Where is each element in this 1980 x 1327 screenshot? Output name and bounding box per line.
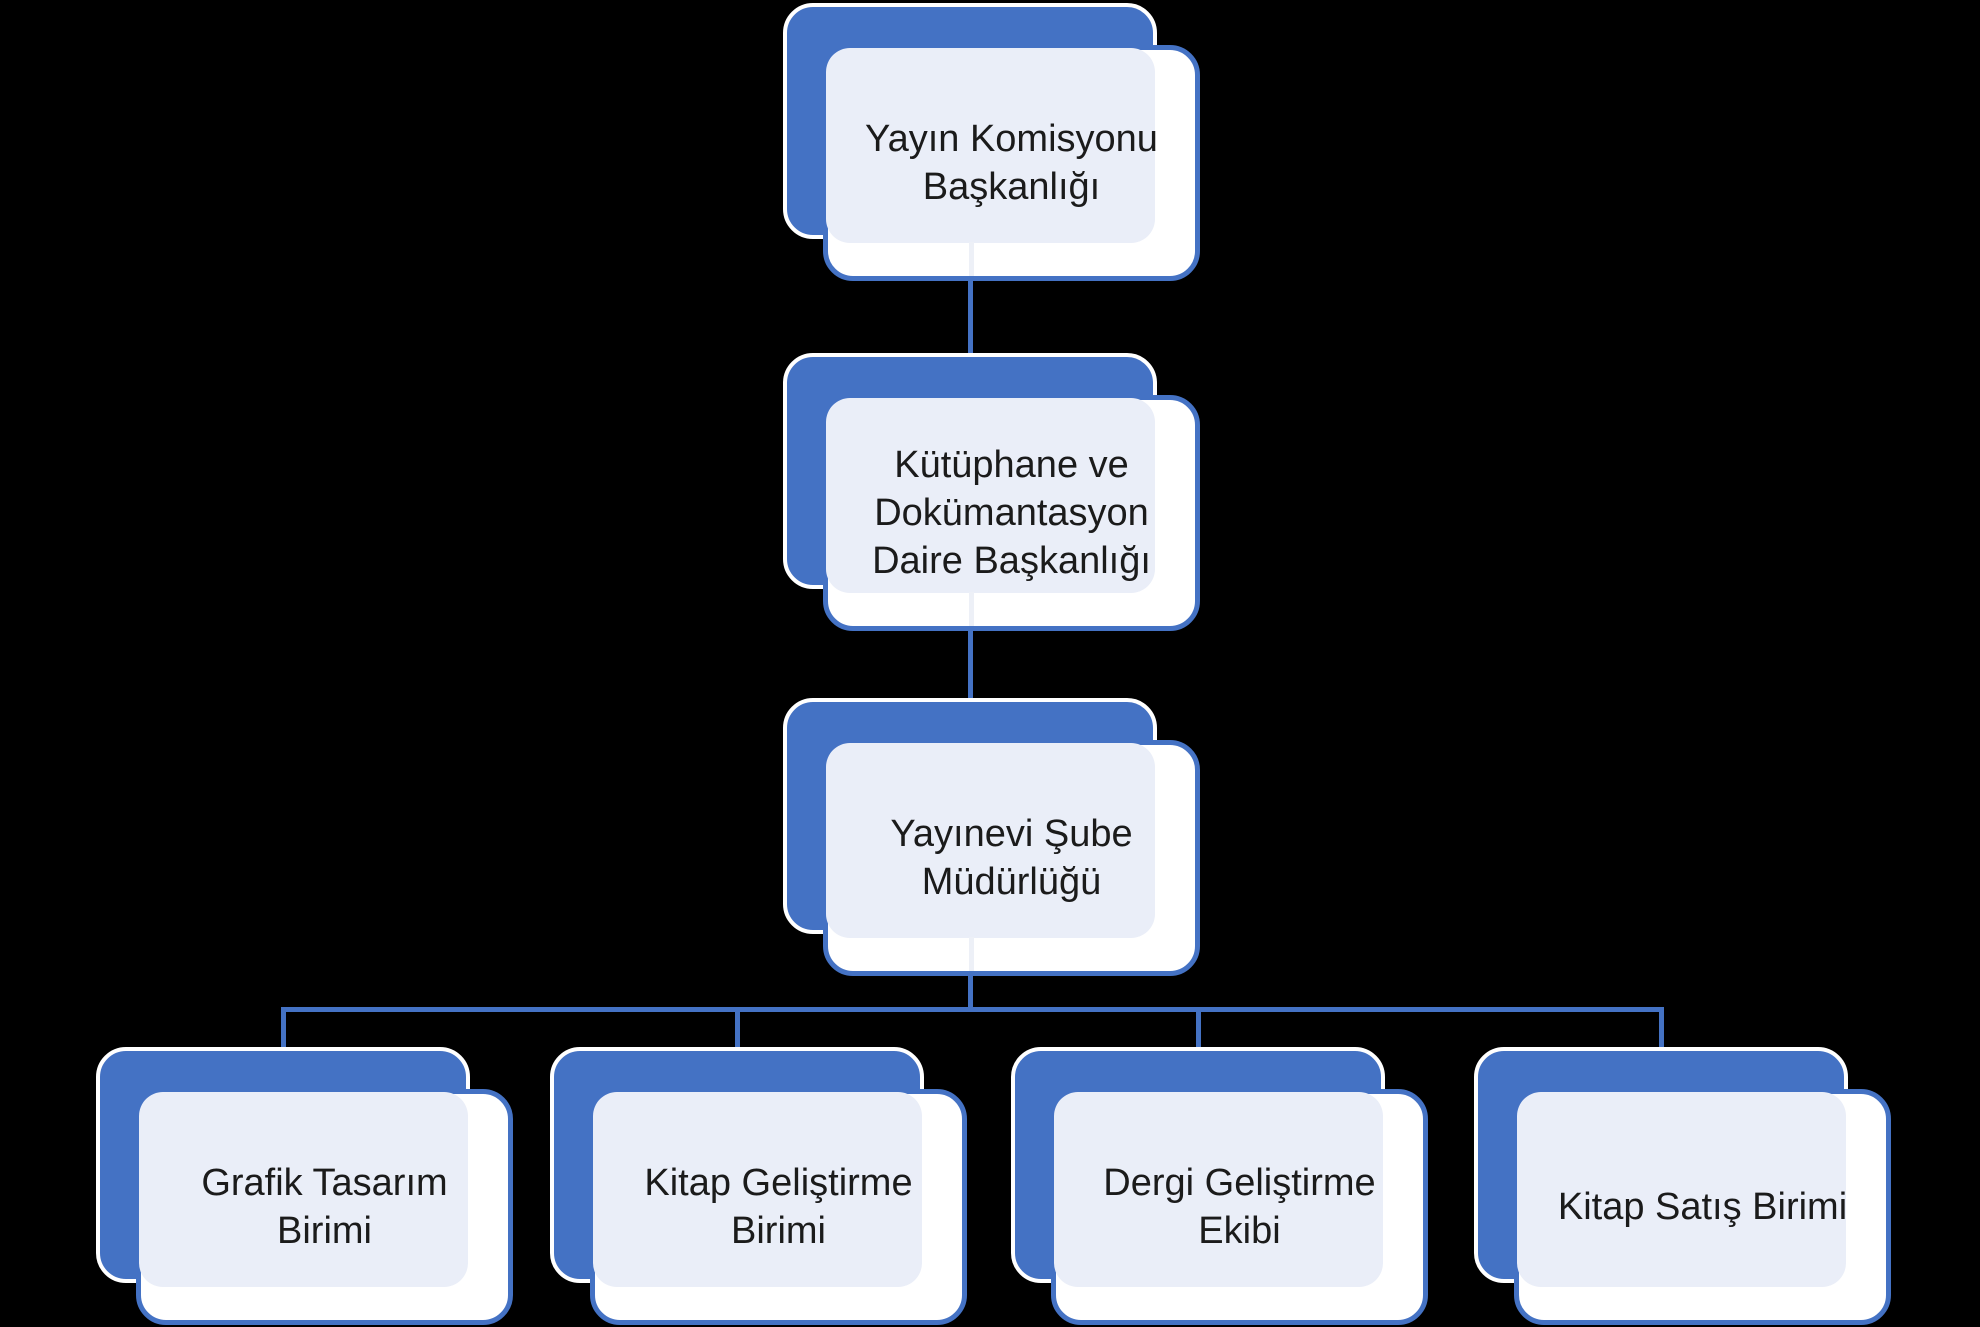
node-connector-tail	[969, 592, 974, 626]
connector-stub-kitap-gelistirme	[735, 1010, 740, 1049]
org-node-kitap-gelistirme-birimi: Kitap Geliştirme Birimi	[550, 1047, 967, 1325]
connector-root-to-level2	[968, 279, 973, 357]
node-connector-tail	[969, 937, 974, 971]
org-node-grafik-tasarim-birimi: Grafik Tasarım Birimi	[96, 1047, 513, 1325]
node-card: Yayınevi Şube Müdürlüğü	[823, 740, 1200, 976]
org-node-kutuphane-ve-dokumantasyon-daire-baskanligi: Kütüphane ve Dokümantasyon Daire Başkanl…	[783, 353, 1200, 631]
node-glaze	[826, 48, 1155, 243]
node-glaze	[593, 1092, 922, 1287]
org-node-kitap-satis-birimi: Kitap Satış Birimi	[1474, 1047, 1891, 1325]
node-glaze	[826, 743, 1155, 938]
node-card: Kütüphane ve Dokümantasyon Daire Başkanl…	[823, 395, 1200, 631]
node-connector-tail	[969, 242, 974, 276]
org-node-yayinevi-sube-mudurlugu: Yayınevi Şube Müdürlüğü	[783, 698, 1200, 976]
org-node-yayin-komisyonu-baskanligi: Yayın Komisyonu Başkanlığı	[783, 3, 1200, 281]
org-node-label: Kütüphane ve Dokümantasyon Daire Başkanl…	[872, 444, 1151, 582]
org-node-dergi-gelistirme-ekibi: Dergi Geliştirme Ekibi	[1011, 1047, 1428, 1325]
connector-level3-to-bus	[968, 974, 973, 1012]
org-node-label: Grafik Tasarım Birimi	[201, 1162, 448, 1252]
org-node-label: Kitap Geliştirme Birimi	[644, 1162, 913, 1252]
connector-level2-to-level3	[968, 629, 973, 701]
org-node-label: Dergi Geliştirme Ekibi	[1103, 1162, 1376, 1252]
org-node-label: Yayın Komisyonu Başkanlığı	[865, 118, 1158, 208]
node-glaze	[139, 1092, 468, 1287]
node-card: Kitap Satış Birimi	[1514, 1089, 1891, 1325]
org-node-label: Yayınevi Şube Müdürlüğü	[890, 813, 1133, 903]
node-glaze	[1054, 1092, 1383, 1287]
node-card: Yayın Komisyonu Başkanlığı	[823, 45, 1200, 281]
connector-children-bus	[281, 1007, 1664, 1012]
node-glaze	[1517, 1092, 1846, 1287]
node-glaze	[826, 398, 1155, 593]
node-card: Kitap Geliştirme Birimi	[590, 1089, 967, 1325]
connector-stub-grafik-tasarim	[281, 1010, 286, 1049]
connector-stub-kitap-satis	[1659, 1010, 1664, 1049]
node-card: Dergi Geliştirme Ekibi	[1051, 1089, 1428, 1325]
connector-stub-dergi-gelistirme	[1196, 1010, 1201, 1049]
org-node-label: Kitap Satış Birimi	[1557, 1186, 1848, 1228]
node-card: Grafik Tasarım Birimi	[136, 1089, 513, 1325]
